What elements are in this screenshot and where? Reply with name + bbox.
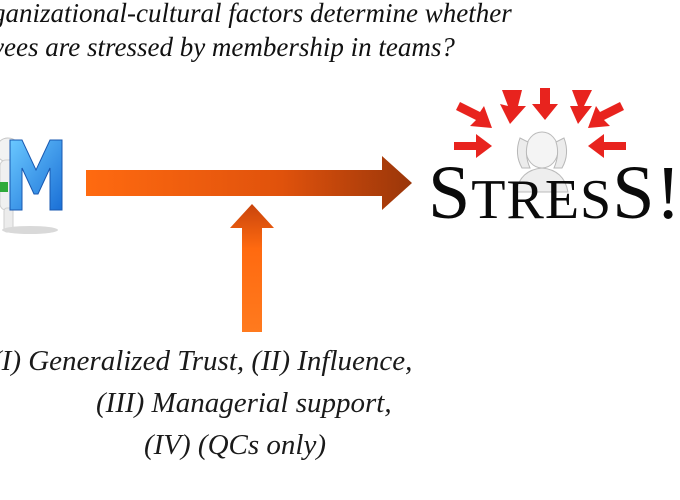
- question-line-2: yees are stressed by membership in teams…: [0, 32, 455, 62]
- moderator-arrow: [230, 204, 274, 332]
- question-text: ganizational-cultural factors determine …: [0, 0, 680, 64]
- main-arrow: [86, 156, 412, 210]
- stress-word: STRESS!: [428, 150, 680, 237]
- factors-line-2: (III) Managerial support,: [96, 387, 392, 419]
- stress-exclamation: !: [655, 151, 680, 235]
- stress-letters-tres: TRES: [471, 169, 613, 231]
- team-figure-icon: [0, 137, 63, 234]
- factors-text: (I) Generalized Trust, (II) Influence, (…: [0, 340, 512, 466]
- stressed-person-icon: [454, 88, 626, 193]
- factors-line-1: (I) Generalized Trust, (II) Influence,: [0, 345, 413, 377]
- factors-line-3: (IV) (QCs only): [144, 429, 327, 461]
- stress-letter-s2: S: [612, 151, 656, 235]
- question-line-1: ganizational-cultural factors determine …: [0, 0, 512, 28]
- stress-letter-s1: S: [428, 151, 472, 235]
